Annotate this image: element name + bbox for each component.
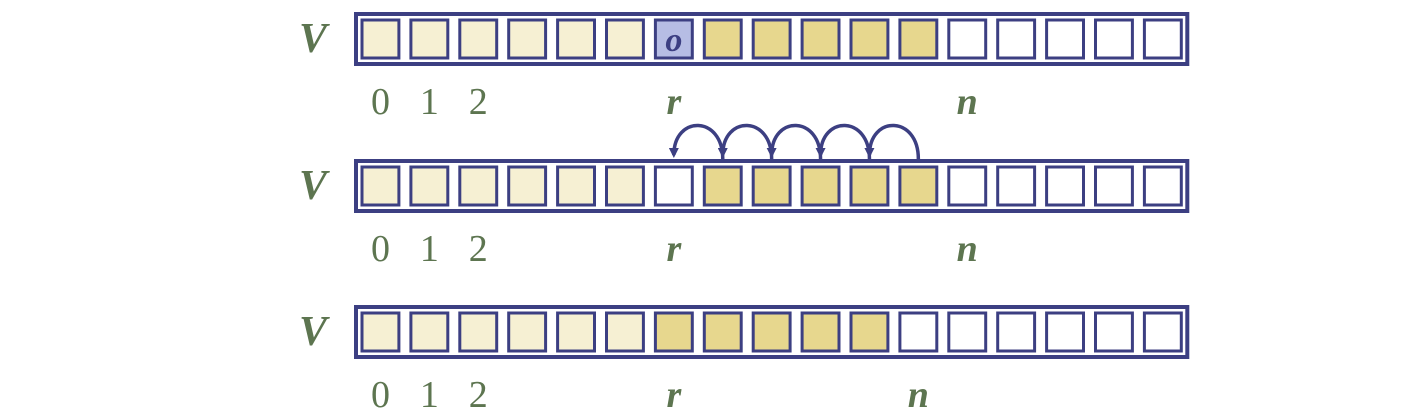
array-cell-7-dark (702, 18, 743, 60)
array-cell-8-dark (751, 18, 792, 60)
array-cell-4-light (556, 311, 596, 353)
shift-left-arrow (815, 123, 872, 160)
array-name-label: V (299, 163, 330, 209)
index-label-0: 0 (371, 374, 390, 416)
shift-left-arrow (766, 123, 823, 160)
array-cell-15-empty (1094, 311, 1134, 353)
array-cell-12-empty (947, 311, 988, 353)
index-label-2: 2 (469, 374, 488, 416)
shift-left-arrow (717, 123, 774, 160)
array-cell-7-dark (702, 311, 743, 353)
array-cell-10-dark (849, 311, 890, 353)
array-cell-5-light (605, 18, 645, 60)
array-cell-4-light (556, 165, 596, 207)
index-label-r: r (666, 374, 682, 416)
index-label-0: 0 (371, 81, 390, 123)
array-cell-8-dark (751, 165, 792, 207)
array-cell-8-dark (751, 311, 792, 353)
array-cell-9-dark (800, 165, 841, 207)
array-cell-6-dark (653, 311, 694, 353)
index-label-1: 1 (420, 374, 439, 416)
array-cell-14-empty (1045, 311, 1085, 353)
array-cell-0-light (360, 18, 401, 60)
array-name-label: V (299, 16, 330, 62)
index-label-2: 2 (469, 81, 488, 123)
array-cell-10-dark (849, 165, 890, 207)
index-label-1: 1 (420, 228, 439, 270)
index-label-n: n (957, 81, 978, 123)
array-cell-16-empty (1142, 311, 1183, 353)
array-cell-13-empty (996, 18, 1037, 60)
array-cell-15-empty (1094, 18, 1134, 60)
array-cell-2-light (458, 18, 499, 60)
array-cell-12-empty (947, 18, 988, 60)
array-cell-15-empty (1094, 165, 1134, 207)
index-label-0: 0 (371, 228, 390, 270)
array-cell-4-light (556, 18, 596, 60)
array-name-label: V (299, 309, 330, 355)
array-cell-13-empty (996, 165, 1037, 207)
index-label-r: r (666, 81, 682, 123)
array-cell-5-light (605, 311, 645, 353)
array-cell-3-light (507, 165, 548, 207)
array-cell-12-empty (947, 165, 988, 207)
array-cell-14-empty (1045, 165, 1085, 207)
array-cell-2-light (458, 165, 499, 207)
array-cell-0-light (360, 165, 401, 207)
array-cell-11-dark (898, 18, 939, 60)
array-cell-16-empty (1142, 165, 1183, 207)
array-cell-7-dark (702, 165, 743, 207)
array-cell-1-light (409, 311, 450, 353)
array-cell-1-light (409, 18, 450, 60)
array-cell-9-dark (800, 18, 841, 60)
shift-left-arrow (864, 123, 921, 160)
cell-element-label: o (665, 22, 682, 59)
array-cell-11-dark (898, 165, 939, 207)
array-cell-11-empty (898, 311, 939, 353)
array-cell-3-light (507, 311, 548, 353)
array-cell-6-empty (653, 165, 694, 207)
array-cell-10-dark (849, 18, 890, 60)
index-label-n: n (957, 228, 978, 270)
index-label-r: r (666, 228, 682, 270)
array-cell-1-light (409, 165, 450, 207)
array-cell-16-empty (1142, 18, 1183, 60)
array-cell-2-light (458, 311, 499, 353)
array-cell-9-dark (800, 311, 841, 353)
index-label-1: 1 (420, 81, 439, 123)
array-cell-3-light (507, 18, 548, 60)
shift-left-arrow (668, 123, 725, 160)
array-cell-5-light (605, 165, 645, 207)
array-cell-6-highlight (653, 18, 694, 60)
array-cell-14-empty (1045, 18, 1085, 60)
index-label-n: n (908, 374, 929, 416)
index-label-2: 2 (469, 228, 488, 270)
array-cell-0-light (360, 311, 401, 353)
array-cell-13-empty (996, 311, 1037, 353)
